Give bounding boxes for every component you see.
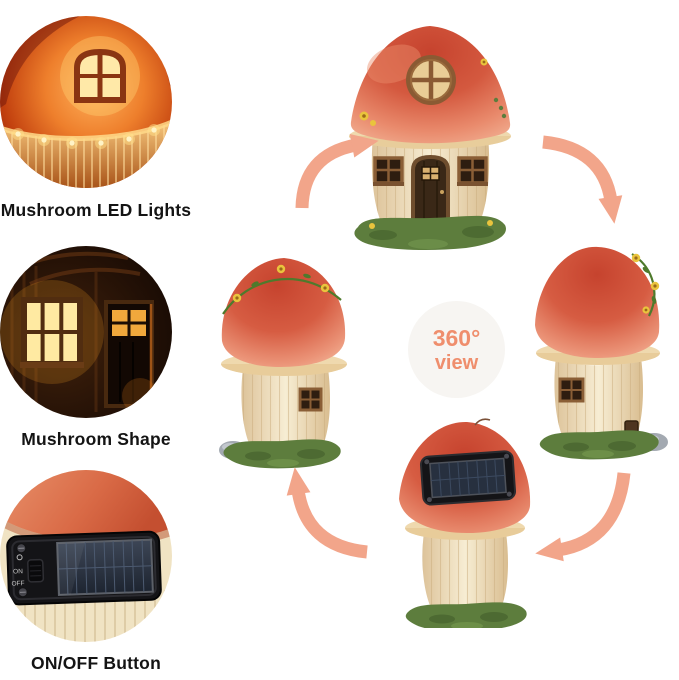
detail-photo-on-off-button: ON OFF xyxy=(0,470,172,642)
grass-base xyxy=(354,215,506,251)
on-marking: ON xyxy=(13,568,23,575)
grass-base xyxy=(219,439,341,469)
cap-flowers xyxy=(359,58,488,126)
lit-house-window xyxy=(20,297,84,368)
wire-stem xyxy=(474,418,491,426)
arrow-front-to-right-icon xyxy=(542,135,623,224)
solar-panel-grid xyxy=(57,540,152,595)
off-marking: OFF xyxy=(11,580,24,587)
solar-device: ON OFF xyxy=(6,530,162,606)
solar-panel xyxy=(419,450,517,506)
grass-base xyxy=(539,430,668,460)
arrow-right-to-back-icon xyxy=(535,472,631,562)
detail-label-on-off-button: ON/OFF Button xyxy=(31,653,161,673)
front-door xyxy=(411,154,450,224)
badge-360-view: 360° view xyxy=(408,301,505,398)
night-house-photo xyxy=(0,246,172,418)
product-photo-back-solar xyxy=(382,416,552,628)
mushroom-cap xyxy=(535,246,660,358)
sun-icon xyxy=(16,554,23,561)
product-photo-left-side xyxy=(203,250,358,470)
cap-round-window xyxy=(406,55,456,105)
arrow-back-to-left-icon xyxy=(286,467,368,559)
front-window-left xyxy=(373,156,404,186)
side-window xyxy=(298,387,323,412)
side-window xyxy=(558,377,585,403)
string-lights xyxy=(15,127,157,146)
lit-cap-window xyxy=(74,48,126,103)
detail-photo-mushroom-led-lights xyxy=(0,16,172,188)
lit-house-door xyxy=(104,300,154,408)
badge-view-text: view xyxy=(434,351,479,374)
front-window-right xyxy=(457,156,488,186)
product-photo-front xyxy=(328,20,533,260)
cap-vine xyxy=(493,97,507,119)
switch-closeup-photo: ON OFF xyxy=(0,470,172,642)
mushroom-cap xyxy=(221,258,346,367)
badge-degrees-text: 360° xyxy=(432,325,481,352)
grass-base xyxy=(405,602,527,628)
led-cap-photo xyxy=(0,16,172,188)
flower-vine xyxy=(631,253,660,317)
detail-label-mushroom-led-lights: Mushroom LED Lights xyxy=(0,200,192,220)
detail-photo-mushroom-shape xyxy=(0,246,172,418)
product-photo-right-side xyxy=(518,240,678,465)
screws xyxy=(424,453,512,503)
cap-edge xyxy=(0,470,172,541)
detail-label-mushroom-shape: Mushroom Shape xyxy=(21,429,171,449)
flower-vine xyxy=(222,264,342,315)
